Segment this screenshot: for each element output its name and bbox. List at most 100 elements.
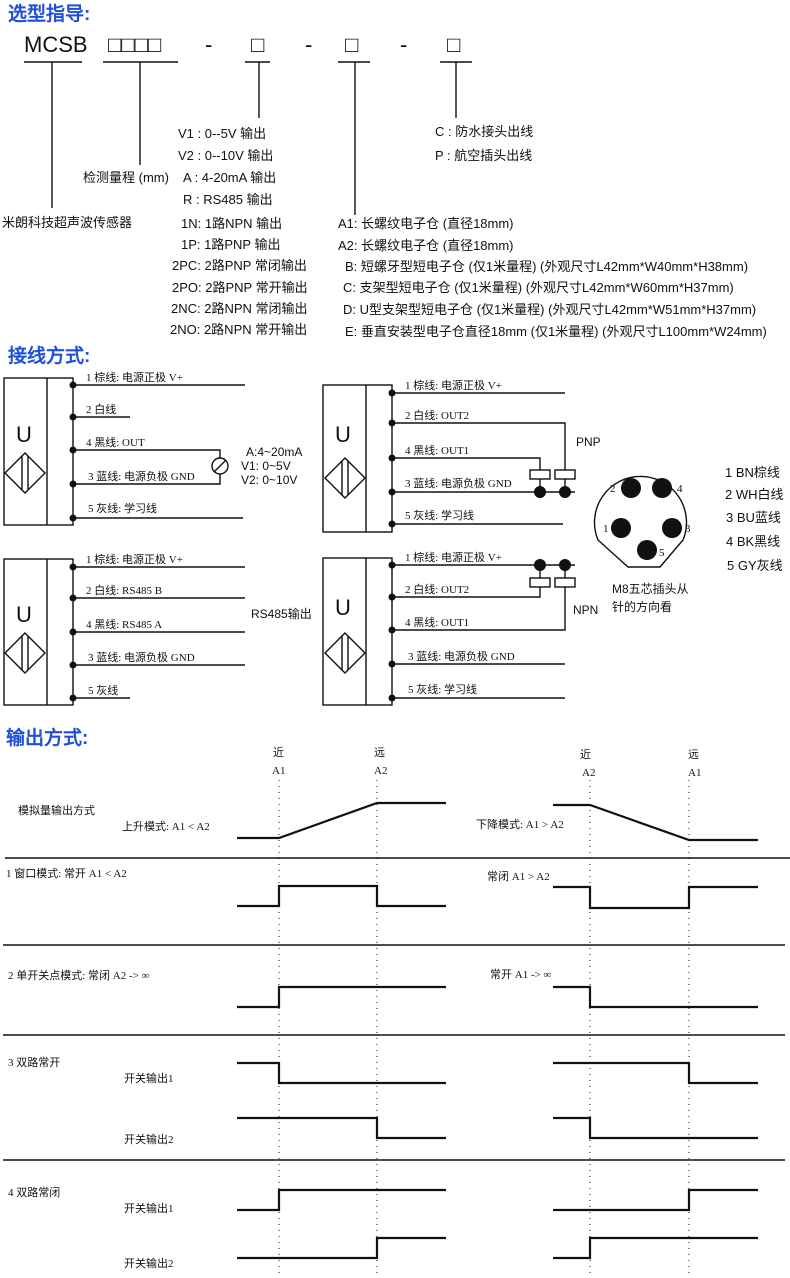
sensor-letter: U xyxy=(335,595,351,620)
marker-label: 远 xyxy=(374,746,385,759)
rise-waveform xyxy=(237,801,446,840)
connection-c: C : 防水接头出线 xyxy=(435,124,533,139)
dual-closed-out2-right xyxy=(553,1236,758,1260)
window-nc-label: 常闭 A1 > A2 xyxy=(487,870,550,883)
connector-caption: M8五芯插头从 xyxy=(612,582,689,596)
option-r: R : RS485 输出 xyxy=(183,192,273,207)
window-no-waveform xyxy=(237,884,446,908)
option-v1: V1 : 0--5V 输出 xyxy=(178,126,266,141)
wire-label: 4 黑线: OUT1 xyxy=(405,443,469,457)
fall-mode-label: 下降模式: A1 > A2 xyxy=(476,817,564,831)
section-dividers xyxy=(3,857,790,1161)
connector-caption: 针的方向看 xyxy=(612,599,672,614)
single-nc-waveform xyxy=(237,985,446,1009)
switch2-label: 开关输出2 xyxy=(124,1256,174,1270)
dash-3: - xyxy=(400,32,407,57)
housing-b: B: 短螺牙型短电子仓 (仅1米量程) (外观尺寸L42mm*W40mm*H38… xyxy=(345,259,748,274)
marker-label: A2 xyxy=(374,765,387,777)
wire-label: 4 黑线: RS485 A xyxy=(86,617,162,631)
dual-open-out2-right xyxy=(553,1116,758,1140)
npn-wiring-diagram: U 1 棕线: 电源正极 V+ 2 白线: OUT2 4 黑线: OUT1 3 … xyxy=(322,550,598,706)
sensor-body xyxy=(3,377,74,526)
m8-connector-diagram: 1 2 3 4 5 M8五芯插头从 针的方向看 1 BN棕线 2 WH白线 3 … xyxy=(593,465,784,614)
option-v2: V2 : 0--10V 输出 xyxy=(178,148,273,163)
pin-legend: 5 GY灰线 xyxy=(727,558,783,573)
dual-open-out2-left xyxy=(237,1116,446,1140)
wire-label: 2 白线: OUT2 xyxy=(405,408,469,422)
ultrasonic-sensor-icon xyxy=(4,632,46,674)
wire-label: 2 白线: OUT2 xyxy=(405,582,469,596)
connection-box: □ xyxy=(447,32,460,57)
wire-label: 1 棕线: 电源正极 V+ xyxy=(86,370,183,384)
single-no-label: 常开 A1 -> ∞ xyxy=(490,968,552,981)
single-no-waveform xyxy=(553,985,758,1009)
wire-label: 5 灰线: 学习线 xyxy=(405,508,474,522)
model-prefix: MCSB xyxy=(24,32,88,57)
npn-label: NPN xyxy=(573,603,598,617)
load-resistor xyxy=(529,577,551,588)
selection-guide: 选型指导: MCSB □□□□ - □ - □ - □ 检测量程 (mm) 米朗… xyxy=(2,2,767,339)
selection-title: 选型指导: xyxy=(8,2,90,25)
housing-d: D: U型支架型短电子仓 (仅1米量程) (外观尺寸L42mm*W51mm*H3… xyxy=(343,302,756,317)
output-title: 输出方式: xyxy=(6,726,88,749)
wire-label: 5 灰线: 学习线 xyxy=(88,501,157,515)
dual-closed-label: 4 双路常闭 xyxy=(8,1186,60,1199)
pin-legend: 4 BK黑线 xyxy=(726,534,780,549)
housing-box: □ xyxy=(345,32,358,57)
analog-wiring-diagram: U 1 棕线: 电源正极 V+ 2 白线 4 黑线: OUT 3 蓝线: 电源负… xyxy=(3,370,302,526)
housing-e: E: 垂直安装型电子仓直径18mm (仅1米量程) (外观尺寸L100mm*W2… xyxy=(345,324,767,339)
window-nc-waveform xyxy=(553,885,758,910)
housing-options: A1: 长螺纹电子仓 (直径18mm) A2: 长螺纹电子仓 (直径18mm) … xyxy=(338,216,767,339)
housing-a1: A1: 长螺纹电子仓 (直径18mm) xyxy=(338,216,514,231)
option-2pc: 2PC: 2路PNP 常闭输出 xyxy=(172,258,307,273)
wiring-title: 接线方式: xyxy=(8,344,90,367)
range-label: 检测量程 (mm) xyxy=(83,170,169,185)
wiring-section: 接线方式: U 1 棕线: 电源正极 V+ 2 白线 4 黑线: OUT 3 蓝… xyxy=(3,344,784,706)
connection-p: P : 航空插头出线 xyxy=(435,148,532,163)
analog-label: 模拟量输出方式 xyxy=(18,803,95,817)
option-1n: 1N: 1路NPN 输出 xyxy=(181,216,282,231)
option-1p: 1P: 1路PNP 输出 xyxy=(181,237,280,252)
wire-label: 4 黑线: OUT xyxy=(86,435,145,449)
output-options: V1 : 0--5V 输出 V2 : 0--10V 输出 A : 4-20mA … xyxy=(170,126,308,337)
pin-number: 1 xyxy=(603,523,609,535)
marker-label: 近 xyxy=(580,748,591,761)
rise-mode-label: 上升模式: A1 < A2 xyxy=(122,820,210,833)
analog-note: V1: 0~5V xyxy=(241,459,291,473)
load-resistor xyxy=(554,469,576,480)
housing-c: C: 支架型短电子仓 (仅1米量程) (外观尺寸L42mm*W60mm*H37m… xyxy=(343,280,734,295)
switch2-label: 开关输出2 xyxy=(124,1132,174,1146)
dual-closed-out1-left xyxy=(237,1188,446,1212)
pin-legend: 3 BU蓝线 xyxy=(726,510,781,525)
wire-label: 1 棕线: 电源正极 V+ xyxy=(86,552,183,566)
option-2no: 2NO: 2路NPN 常开输出 xyxy=(170,322,307,337)
threshold-guides xyxy=(278,780,690,1278)
option-2nc: 2NC: 2路NPN 常闭输出 xyxy=(171,301,308,316)
dual-closed-out2-left xyxy=(237,1236,446,1260)
leader-lines xyxy=(24,61,472,215)
single-mode-label: 2 单开关点模式: 常闭 A2 -> ∞ xyxy=(8,968,150,982)
pin-number: 3 xyxy=(685,523,691,535)
marker-label: A1 xyxy=(272,765,285,777)
wire-label: 3 蓝线: 电源负极 GND xyxy=(408,649,515,663)
option-2po: 2PO: 2路PNP 常开输出 xyxy=(172,280,308,295)
dual-open-out1-right xyxy=(553,1061,758,1085)
marker-label: A2 xyxy=(582,767,595,779)
wire-label: 3 蓝线: 电源负极 GND xyxy=(405,476,512,490)
wire-label: 3 蓝线: 电源负极 GND xyxy=(88,469,195,483)
housing-a2: A2: 长螺纹电子仓 (直径18mm) xyxy=(338,238,514,253)
wire-label: 1 棕线: 电源正极 V+ xyxy=(405,378,502,392)
wire-label: 3 蓝线: 电源负极 GND xyxy=(88,650,195,664)
wire-label: 2 白线: RS485 B xyxy=(86,583,162,597)
dual-open-out1-left xyxy=(237,1061,446,1085)
pin-legend: 2 WH白线 xyxy=(725,487,784,502)
dual-closed-out1-right xyxy=(553,1188,758,1212)
connector-outline xyxy=(593,475,688,568)
ultrasonic-sensor-icon xyxy=(324,457,366,499)
wire-label: 5 灰线 xyxy=(88,683,118,697)
pin-legend: 1 BN棕线 xyxy=(725,465,780,480)
marker-label: 远 xyxy=(688,748,699,761)
dash-1: - xyxy=(205,32,212,57)
sensor-letter: U xyxy=(16,422,32,447)
